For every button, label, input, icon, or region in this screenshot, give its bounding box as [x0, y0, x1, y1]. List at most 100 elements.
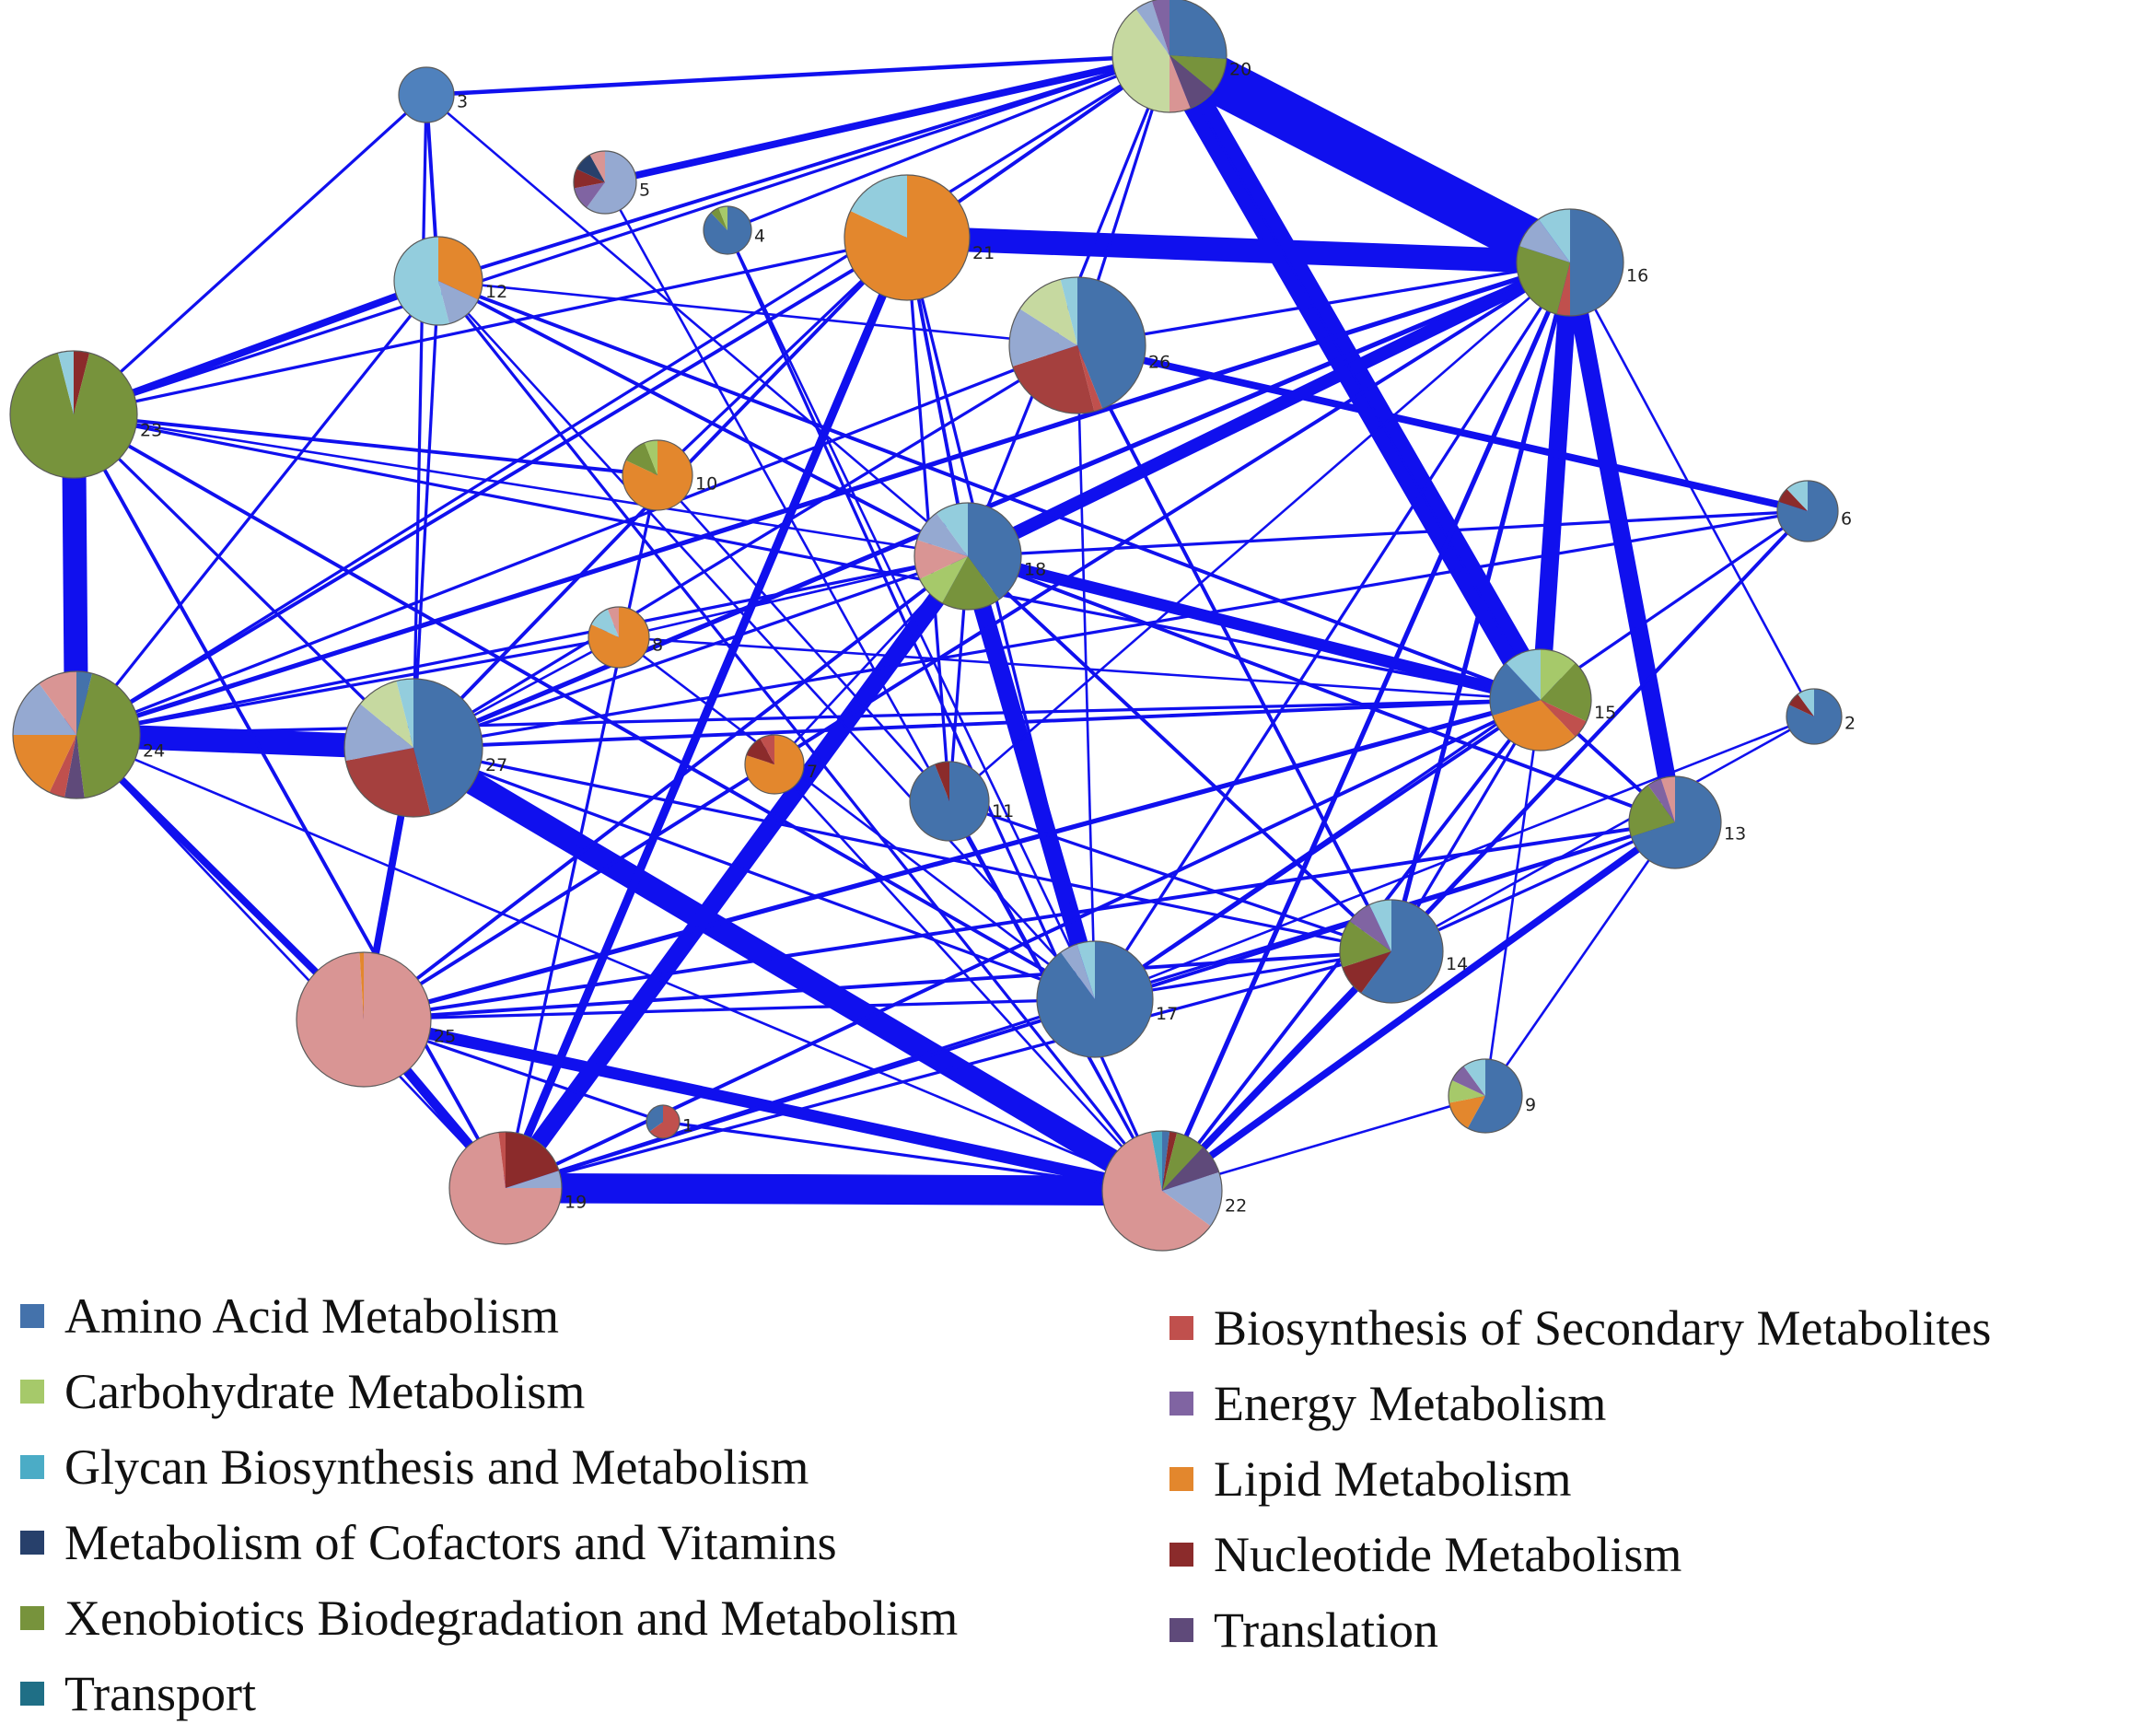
node-20-slice-1: [1169, 55, 1227, 92]
node-27-slice-4: [396, 679, 413, 748]
node-13-slice-1: [1629, 785, 1675, 837]
edge-14-25: [363, 950, 1392, 1021]
node-20-rim: [1111, 0, 1228, 113]
node-3-label: 3: [457, 92, 468, 112]
node-24-rim: [12, 670, 141, 799]
edge-12-27: [412, 280, 440, 749]
node-18-rim: [913, 502, 1022, 611]
node-3: 3: [398, 66, 468, 123]
node-25: 25: [296, 951, 456, 1088]
edge-19-21: [501, 236, 912, 1190]
node-8-slice-1: [591, 609, 619, 637]
edge-15-24: [76, 698, 1542, 737]
edge-12-18: [437, 279, 969, 558]
node-24-slice-1: [76, 673, 141, 798]
legend-swatch: [20, 1531, 44, 1555]
node-27-label: 27: [485, 755, 507, 775]
node-22-slice-2: [1162, 1133, 1204, 1191]
node-4-label: 4: [754, 227, 765, 247]
node-26-slice-1: [1077, 345, 1103, 412]
edge-17-27: [413, 746, 1096, 1001]
node-4-slice-2: [718, 206, 727, 230]
legend-label: Lipid Metabolism: [1214, 1451, 1572, 1507]
edge-14-11: [948, 799, 1392, 953]
node-16-slice-3: [1518, 219, 1570, 262]
node-7-slice-1: [746, 738, 774, 764]
legend-label: Transport: [64, 1666, 257, 1721]
node-13-label: 13: [1724, 824, 1746, 845]
node-7-slice-0: [745, 734, 805, 794]
edge-18-14: [966, 554, 1393, 953]
edge-16-14: [1389, 262, 1573, 952]
node-8-slice-0: [588, 607, 649, 668]
node-23-slice-2: [57, 351, 74, 414]
node-20-slice-0: [1169, 0, 1227, 59]
edge-7-22: [774, 763, 1163, 1192]
node-5-label: 5: [639, 181, 650, 201]
node-24-label: 24: [143, 740, 165, 761]
node-22-rim: [1101, 1130, 1223, 1252]
edge-16-25: [362, 261, 1572, 1021]
node-19-slice-0: [506, 1132, 560, 1188]
node-24-slice-0: [76, 671, 93, 735]
node-24: 24: [12, 670, 165, 799]
node-1-rim: [646, 1104, 681, 1139]
edge-12-15: [437, 279, 1542, 702]
edge-23-18: [73, 413, 969, 558]
node-19: 19: [448, 1131, 587, 1245]
edge-16-26: [1076, 261, 1571, 347]
node-9: 9: [1448, 1058, 1536, 1134]
node-8: 8: [588, 606, 663, 669]
node-21-rim: [844, 174, 971, 301]
node-13-rim: [1628, 775, 1722, 869]
edge-23-15: [73, 413, 1542, 702]
edge-21-23: [73, 236, 908, 416]
node-8-rim: [588, 606, 650, 669]
legend-label: Energy Metabolism: [1214, 1376, 1607, 1431]
node-8-slice-2: [607, 607, 619, 637]
node-16-slice-1: [1556, 262, 1570, 316]
node-20-slice-2: [1169, 55, 1214, 109]
edge-14-27: [413, 746, 1392, 953]
node-14-label: 14: [1446, 954, 1468, 974]
edge-23-10: [73, 413, 658, 477]
node-9-rim: [1448, 1058, 1523, 1134]
node-27-rim: [343, 678, 483, 818]
edge-27-22: [407, 737, 1169, 1202]
node-18: 18: [913, 502, 1046, 611]
node-18-slice-5: [936, 503, 968, 556]
node-6-slice-1: [1778, 488, 1808, 511]
node-9-slice-4: [1463, 1059, 1485, 1096]
legend-swatch: [1169, 1618, 1193, 1642]
node-22-slice-5: [1102, 1132, 1211, 1251]
edge-16-15: [1531, 262, 1579, 701]
node-20-slice-3: [1169, 55, 1191, 112]
node-17-slice-1: [1060, 944, 1095, 999]
node-22-slice-6: [1150, 1131, 1162, 1191]
node-15-slice-5: [1506, 649, 1541, 700]
node-16-slice-4: [1538, 209, 1570, 262]
node-26-label: 26: [1148, 353, 1170, 373]
node-22-slice-4: [1162, 1171, 1223, 1227]
legend-label: Metabolism of Cofactors and Vitamins: [64, 1515, 837, 1570]
node-24-slice-6: [39, 671, 76, 735]
node-11-slice-0: [910, 762, 990, 841]
node-10-rim: [622, 439, 693, 511]
legend-item-translation: Translation: [1169, 1602, 1438, 1659]
edge-13-25: [363, 821, 1676, 1021]
node-8-label: 8: [652, 635, 663, 655]
node-5-slice-0: [587, 151, 636, 214]
edge-11-10: [657, 474, 950, 802]
legend-label: Xenobiotics Biodegradation and Metabolis…: [64, 1590, 959, 1646]
node-27-slice-3: [360, 681, 413, 748]
node-9-slice-3: [1451, 1066, 1485, 1096]
node-15-rim: [1489, 648, 1592, 751]
node-22-label: 22: [1225, 1195, 1247, 1216]
node-23: 23: [9, 350, 162, 479]
node-14: 14: [1339, 899, 1468, 1004]
node-19-rim: [448, 1131, 563, 1245]
edge-3-23: [72, 93, 428, 416]
node-26-slice-5: [1060, 277, 1077, 345]
node-15-slice-2: [1541, 700, 1587, 738]
node-11-slice-1: [935, 762, 949, 801]
